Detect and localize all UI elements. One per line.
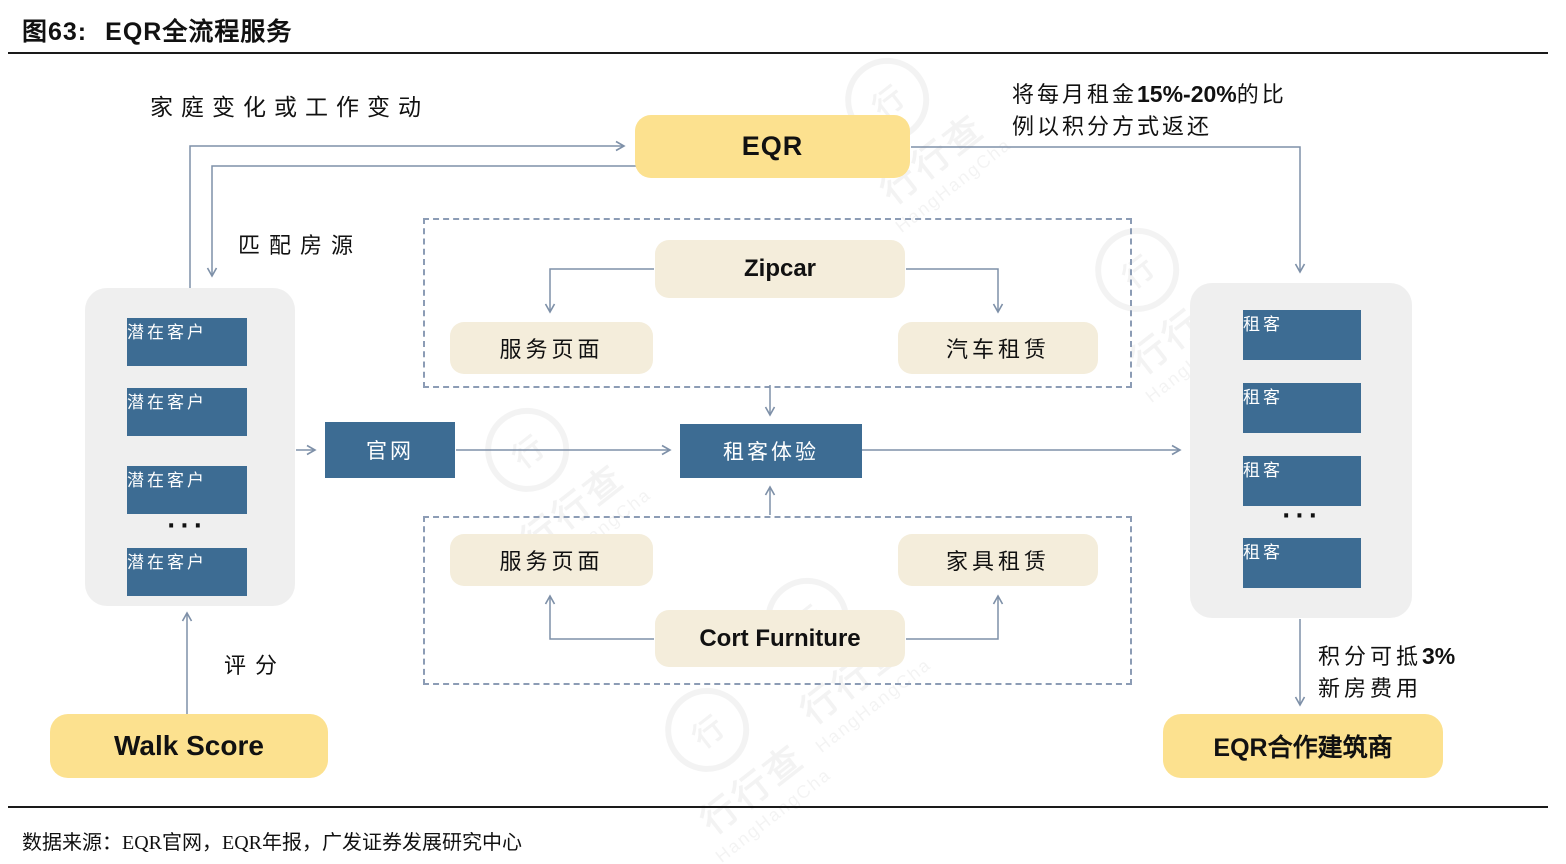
watermark-logo-icon: 行 — [467, 391, 586, 510]
rebate-bold: 15%-20% — [1137, 81, 1237, 107]
walk-score-node: Walk Score — [50, 714, 328, 778]
prospect-box: 潜在客户 — [127, 318, 247, 366]
points-line2: 新房费用 — [1318, 676, 1423, 701]
cort-service-page-node: 服务页面 — [450, 534, 653, 586]
car-rental-node: 汽车租赁 — [898, 322, 1098, 374]
furniture-rental-node: 家具租赁 — [898, 534, 1098, 586]
eqr-node: EQR — [635, 115, 910, 178]
data-source: 数据来源：EQR官网，EQR年报，广发证券发展研究中心 — [22, 832, 522, 854]
points-pre: 积分可抵 — [1318, 644, 1423, 669]
prospect-box: 潜在客户 — [127, 548, 247, 596]
match-listing-label: 匹配房源 — [238, 233, 363, 258]
tenants-panel: 租客 租客 租客 ··· 租客 — [1190, 283, 1412, 618]
tenant-box: 租客 — [1243, 538, 1361, 588]
tenants-ellipsis: ··· — [1281, 504, 1323, 529]
rebate-pre: 将每月租金 — [1012, 82, 1138, 107]
cort-group-container — [423, 516, 1132, 685]
cort-furniture-node: Cort Furniture — [655, 610, 905, 667]
tenant-experience-node: 租客体验 — [680, 424, 862, 478]
header-divider — [8, 52, 1548, 54]
prospect-box: 潜在客户 — [127, 466, 247, 514]
zipcar-group-container — [423, 218, 1132, 388]
rebate-post: 的比 — [1236, 82, 1287, 107]
rebate-line2: 例以积分方式返还 — [1012, 114, 1213, 139]
figure-title-text: EQR全流程服务 — [105, 18, 293, 46]
builder-node: EQR合作建筑商 — [1163, 714, 1443, 778]
watermark-logo-icon: 行 — [647, 671, 766, 790]
figure-number: 图63: — [22, 18, 88, 46]
score-label: 评分 — [224, 653, 287, 678]
watermark: 行 行行查 HangHangCha — [625, 654, 835, 864]
website-node: 官网 — [325, 422, 455, 478]
prospect-box: 潜在客户 — [127, 388, 247, 436]
tenant-box: 租客 — [1243, 310, 1361, 360]
prospects-ellipsis: ··· — [166, 514, 208, 539]
points-bold: 3% — [1422, 643, 1456, 669]
points-annotation: 积分可抵3% 新房费用 — [1318, 640, 1455, 705]
rebate-annotation: 将每月租金15%-20%的比 例以积分方式返还 — [1012, 78, 1287, 143]
family-change-label: 家庭变化或工作变动 — [150, 95, 429, 120]
zipcar-node: Zipcar — [655, 240, 905, 298]
watermark-cn: 行行查 — [680, 723, 823, 851]
footer-divider — [8, 806, 1548, 808]
zipcar-service-page-node: 服务页面 — [450, 322, 653, 374]
figure-title: 图63: EQR全流程服务 — [22, 12, 292, 48]
tenant-box: 租客 — [1243, 456, 1361, 506]
tenant-box: 租客 — [1243, 383, 1361, 433]
prospects-panel: 潜在客户 潜在客户 潜在客户 ··· 潜在客户 — [85, 288, 295, 606]
watermark-en: HangHangCha — [712, 764, 836, 864]
